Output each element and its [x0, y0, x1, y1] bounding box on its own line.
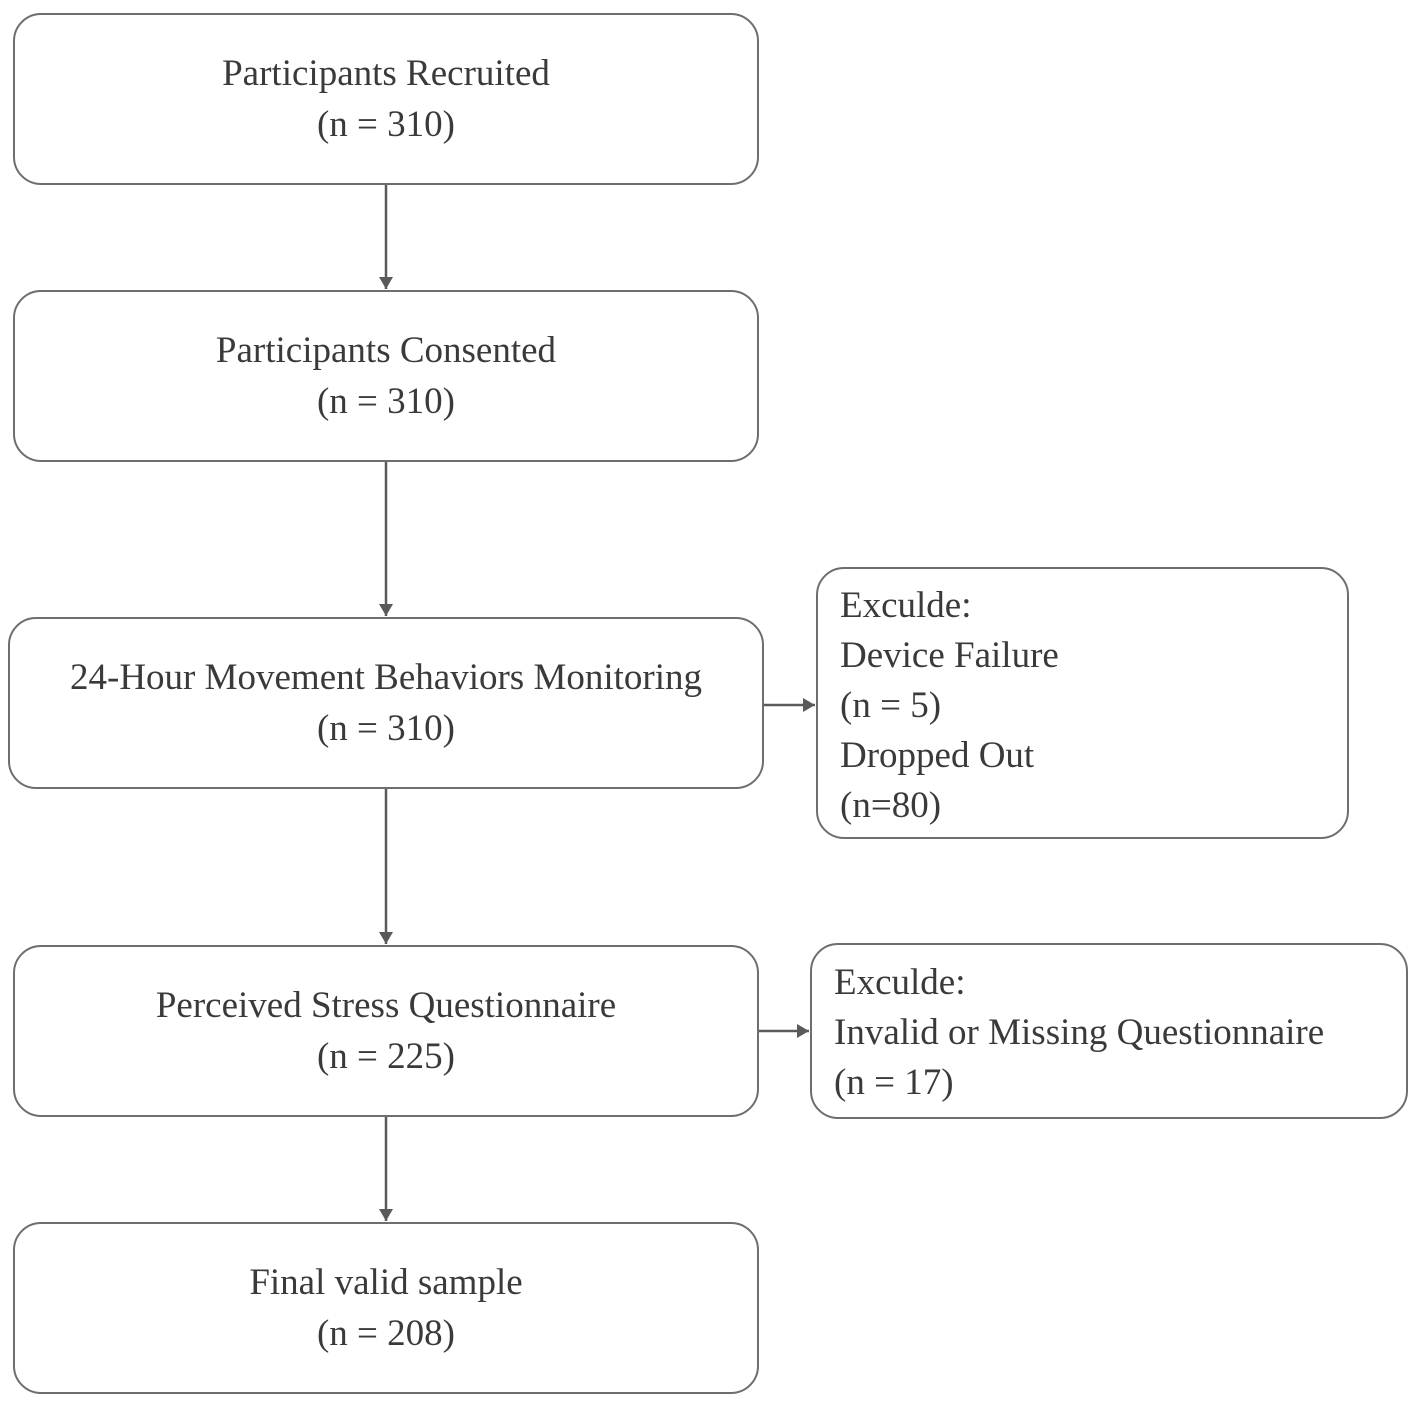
step-count: (n = 208) [316, 1313, 455, 1354]
exclusion-reason: Invalid or Missing Questionnaire [834, 1012, 1325, 1053]
step-title: Participants Consented [215, 330, 557, 371]
step-perceived-stress-questionnaire: Perceived Stress Questionnaire (n = 225) [13, 945, 759, 1117]
step-participants-recruited: Participants Recruited (n = 310) [13, 13, 759, 185]
step-movement-monitoring: 24-Hour Movement Behaviors Monitoring (n… [8, 617, 764, 789]
exclusion-box-monitoring: Exculde: Device Failure (n = 5) Dropped … [816, 567, 1349, 839]
exclusion-heading: Exculde: [840, 585, 972, 626]
exclusion-count: (n = 17) [834, 1062, 954, 1103]
step-final-valid-sample: Final valid sample (n = 208) [13, 1222, 759, 1394]
step-title: Perceived Stress Questionnaire [155, 985, 617, 1026]
step-participants-consented: Participants Consented (n = 310) [13, 290, 759, 462]
exclusion-heading: Exculde: [834, 962, 966, 1003]
exclusion-reason: Device Failure [840, 635, 1059, 676]
step-count: (n = 225) [316, 1036, 455, 1077]
exclusion-reason: Dropped Out [840, 735, 1035, 776]
step-count: (n = 310) [316, 708, 455, 749]
step-count: (n = 310) [316, 104, 455, 145]
exclusion-box-questionnaire: Exculde: Invalid or Missing Questionnair… [810, 943, 1408, 1119]
step-title: 24-Hour Movement Behaviors Monitoring [70, 657, 702, 698]
step-count: (n = 310) [316, 381, 455, 422]
exclusion-count: (n=80) [840, 785, 942, 826]
step-title: Participants Recruited [222, 53, 550, 94]
exclusion-count: (n = 5) [840, 685, 942, 726]
step-title: Final valid sample [249, 1262, 523, 1303]
